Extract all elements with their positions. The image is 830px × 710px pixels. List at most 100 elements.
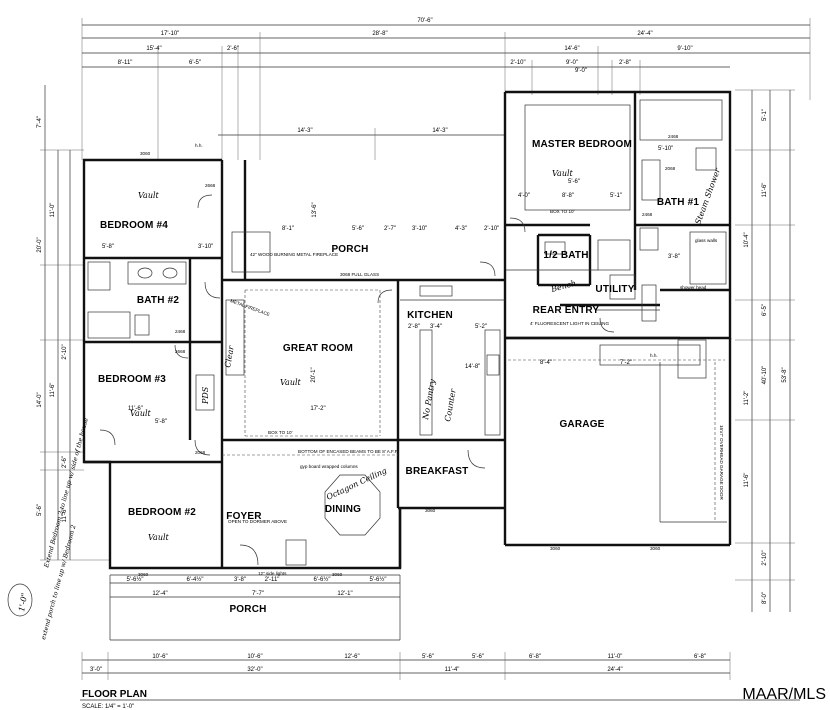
note-metal-fireplace: METAL FIREPLACE: [230, 298, 271, 317]
title-floor-plan: FLOOR PLAN: [82, 689, 147, 700]
dim-master-3: 5'-1": [610, 193, 622, 199]
hand-vault-bedroom2: Vault: [148, 533, 170, 542]
note-hh-2: h.h.: [650, 353, 658, 358]
dim-master-2: 8'-8": [562, 193, 574, 199]
title-scale: SCALE: 1/4" = 1'-0": [82, 704, 134, 710]
dim-top-row3-3: 14'-6": [564, 46, 579, 52]
right-dimension-lines: [735, 89, 795, 612]
door-3060-4: 3060: [138, 572, 149, 577]
dim-bottom-1: 10'-6": [152, 654, 167, 660]
hand-vault-bedroom3: Vault: [130, 409, 152, 418]
dim-garage-2: 7'-2": [620, 360, 632, 366]
dim-bedroom4-2: 3'-10": [198, 244, 213, 250]
note-pds: PDS: [201, 386, 210, 405]
note-beams: BOTTOM OF ENCASED BEAMS TO BE 8' A.F.F.: [298, 449, 398, 454]
top-dimension-lines: [81, 18, 811, 160]
dim-top-row4-1: 8'-11": [118, 60, 133, 66]
dim-top-row4-5: 2'-8": [619, 60, 631, 66]
door-2468-3: 2468: [175, 329, 186, 334]
dim-right-5: 11'-2": [744, 391, 750, 406]
note-rear-entry: 4' FLUORESCENT LIGHT IN CEILING: [530, 321, 610, 326]
dim-great-room-width: 17'-2": [310, 406, 325, 412]
dim-misc-5: 3'-8": [668, 254, 680, 260]
interior-details: [87, 99, 727, 641]
dim-front-1: 5'-6½": [127, 576, 144, 583]
door-3060-3: 3060: [650, 546, 661, 551]
watermark-mls: MAAR/MLS: [742, 686, 826, 703]
room-bedroom-4: BEDROOM #4: [100, 220, 168, 231]
dim-right-3: 10'-4": [744, 232, 750, 247]
dim-right-1: 5'-1": [762, 109, 768, 121]
note-shower-head: shower head: [680, 285, 707, 290]
dim-left-4: 2'-10": [62, 344, 68, 359]
dim-bedroom3-2: 5'-8": [155, 419, 167, 425]
dim-porch-front-1: 12'-4": [152, 591, 167, 597]
door-2468-1: 2468: [668, 134, 679, 139]
dim-bottom2-1: 3'-0": [90, 667, 102, 673]
dim-top-row3-2: 2'-6": [227, 46, 239, 52]
dim-right-7: 2'-10": [762, 550, 768, 565]
dim-porch-width-2: 14'-3": [432, 128, 447, 134]
dim-right-4: 6'-5": [762, 304, 768, 316]
room-porch-front: PORCH: [229, 604, 266, 615]
dim-left-2: 11'-0": [50, 203, 56, 218]
dim-bottom-6: 6'-8": [529, 654, 541, 660]
dim-porch-rear-5: 4'-3": [455, 226, 467, 232]
dim-left-6: 14'-0": [37, 392, 43, 407]
dim-top-row4-4: 9'-0": [566, 60, 578, 66]
left-dimension-lines: [40, 85, 110, 561]
hand-octagon-ceiling: Octagon Ceiling: [325, 466, 388, 502]
room-great-room: GREAT ROOM: [283, 343, 353, 354]
dim-front-3: 3'-8": [234, 577, 246, 583]
note-fireplace: 42" WOOD BURNING METAL FIREPLACE: [250, 252, 338, 257]
dim-porch-rear-2: 5'-6": [352, 226, 364, 232]
room-bedroom-3: BEDROOM #3: [98, 374, 166, 385]
door-2668-2: 2668: [175, 349, 186, 354]
dim-left-7: 2'-6": [62, 456, 68, 468]
room-utility: UTILITY: [595, 284, 634, 295]
dim-bedroom4-1: 5'-8": [102, 244, 114, 250]
dim-bottom2-4: 24'-4": [607, 667, 622, 673]
note-glass-walls: glass walls: [695, 238, 718, 243]
door-2068-1: 2068: [195, 450, 206, 455]
dim-master-1: 4'-0": [518, 193, 530, 199]
room-half-bath: 1/2 BATH: [543, 250, 588, 261]
dim-left-9: 5'-6": [37, 504, 43, 516]
dim-right-8: 8'-0": [762, 592, 768, 604]
dim-porch-rear-6: 2'-10": [484, 226, 499, 232]
dim-right-total2: 53'-8": [782, 367, 788, 382]
walls: [82, 90, 732, 570]
dim-top-row3-1: 15'-4": [146, 46, 161, 52]
note-full-glass: 3068 FULL GLASS: [340, 272, 379, 277]
dim-misc-2: 5'-6": [568, 179, 580, 185]
note-overhead-door: 16'x7' OVERHEAD GARAGE DOOR: [719, 425, 724, 500]
dim-right-6: 11'-6": [744, 473, 750, 488]
room-kitchen: KITCHEN: [407, 310, 453, 321]
room-bath-2: BATH #2: [137, 295, 180, 306]
hand-vault-bedroom4: Vault: [138, 191, 160, 200]
dim-garage-1: 8'-4": [540, 360, 552, 366]
room-bedroom-2: BEDROOM #2: [128, 507, 196, 518]
dim-front-6: 5'-6½": [370, 576, 387, 583]
door-3060-6: 3060: [425, 508, 436, 513]
hand-porch-note: extend porch to line up w/ Bedroom 2: [40, 524, 77, 640]
door-2068-2: 2068: [665, 166, 676, 171]
dim-misc-3: 9'-0": [575, 68, 587, 74]
note-gyp-columns: gyp board wrapped columns: [300, 464, 358, 469]
dim-bedroom3-1: 11'-6": [128, 406, 143, 412]
door-2668-1: 2668: [205, 183, 216, 188]
dim-kitchen-1: 2'-8": [408, 324, 420, 330]
note-hh-1: h.h.: [195, 143, 203, 148]
dim-bottom-3: 12'-6": [344, 654, 359, 660]
door-3060-1: 3060: [140, 151, 151, 156]
dim-top-row3-4: 9'-10": [677, 46, 692, 52]
hand-circled-dimension: 1'-0": [17, 592, 29, 612]
dim-bottom-2: 10'-6": [247, 654, 262, 660]
note-foyer-open: OPEN TO DORMER ABOVE: [228, 519, 287, 524]
circled-annotation-mark: [7, 583, 33, 617]
dim-porch-width-1: 14'-3": [297, 128, 312, 134]
hand-clear: Clear: [223, 344, 236, 368]
dim-left-1: 7'-4": [37, 116, 43, 128]
room-rear-entry: REAR ENTRY: [533, 305, 600, 316]
